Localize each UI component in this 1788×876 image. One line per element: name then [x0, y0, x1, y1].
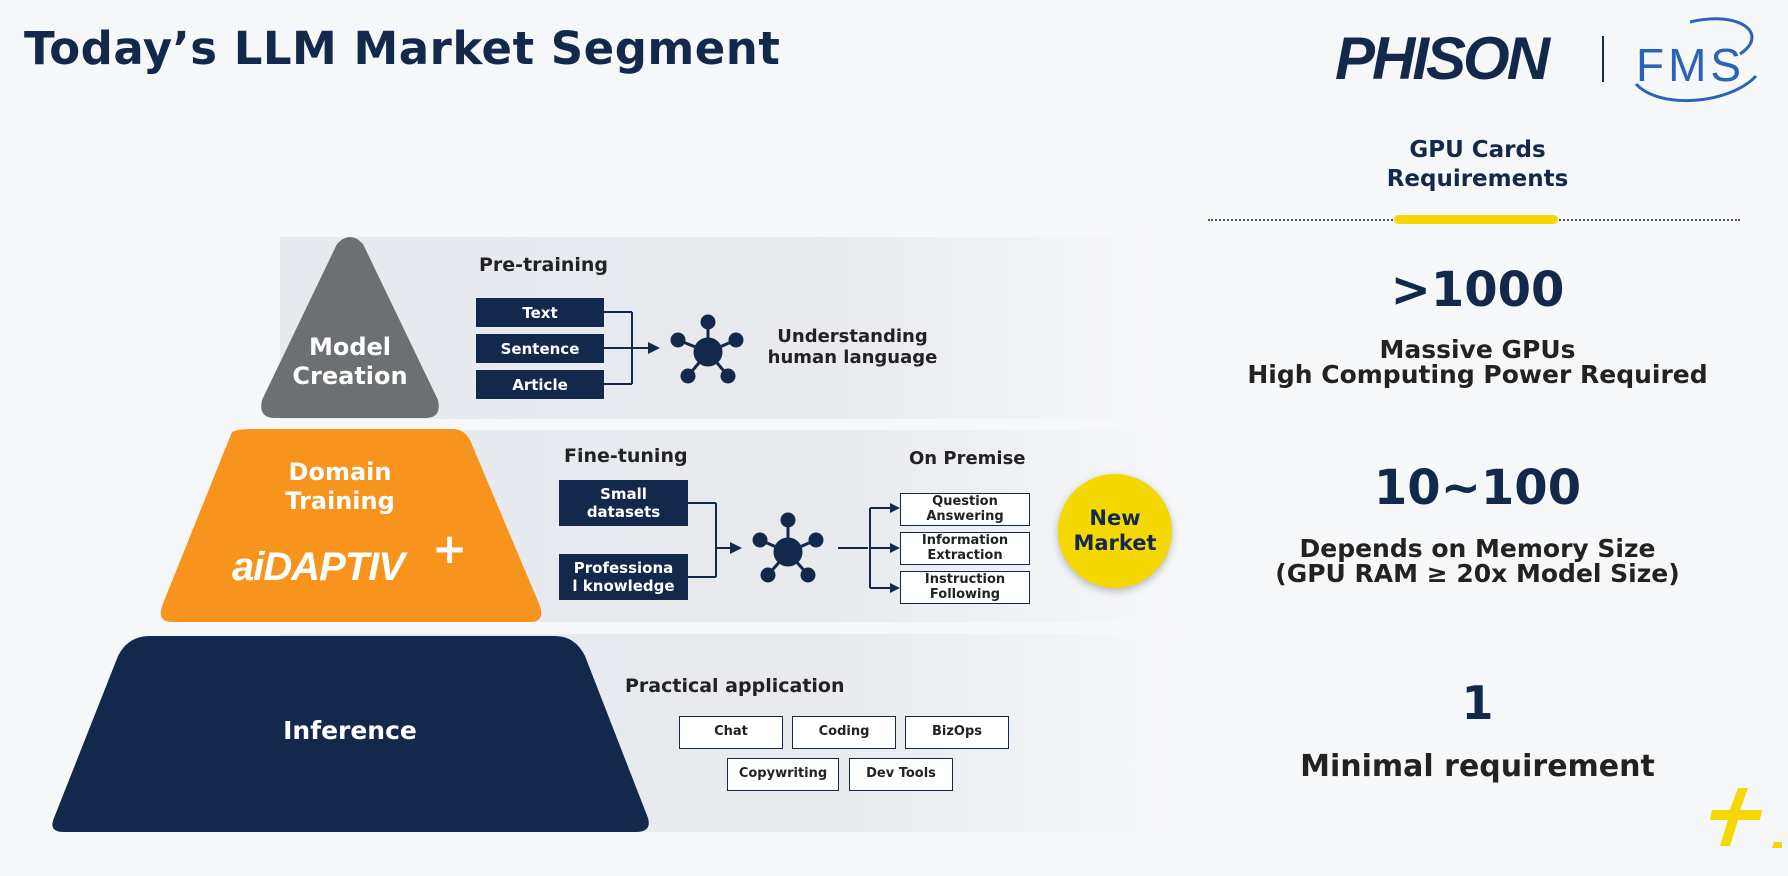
fms-logo-swoosh: [1634, 17, 1758, 103]
aidaptiv-plus-mark: +: [432, 524, 468, 573]
pretraining-connectors: [604, 311, 652, 385]
gpu-count-domain: 10~100: [1373, 460, 1582, 516]
app-box-dev-tools: Dev Tools: [849, 758, 953, 791]
new-market-badge: New Market: [1058, 474, 1172, 588]
app-box-coding: Coding: [792, 716, 896, 749]
header-yellow-bar: [1394, 215, 1558, 224]
input-box-sentence: Sentence: [476, 334, 604, 363]
phison-logo: PHISON: [1335, 25, 1550, 92]
network-icon-pretraining: [670, 314, 744, 384]
slide-title: Today’s LLM Market Segment: [24, 22, 781, 75]
app-box-bizops: BizOps: [905, 716, 1009, 749]
inference-title: Practical application: [625, 675, 845, 697]
app-box-copywriting: Copywriting: [727, 758, 839, 791]
gpu-requirements-header: GPU Cards Requirements: [1386, 137, 1569, 192]
model-creation-tier: [261, 237, 439, 418]
pretraining-result: Understanding human language: [767, 326, 938, 368]
corner-plus-icon: [1710, 788, 1782, 848]
gpu-count-creation: >1000: [1390, 262, 1565, 318]
pretraining-title: Pre-training: [479, 254, 609, 276]
gpu-desc-domain: Depends on Memory Size (GPU RAM ≥ 20x Mo…: [1275, 534, 1680, 588]
gpu-count-inference: 1: [1461, 676, 1494, 730]
domain-training-label: Domain Training: [285, 458, 395, 515]
aidaptiv-logo: aiDAPTIV: [232, 545, 405, 589]
logo-divider: [1602, 36, 1604, 82]
on-premise-title: On Premise: [909, 448, 1026, 469]
output-box-information-extraction: Information Extraction: [900, 532, 1030, 565]
output-box-instruction-following: Instruction Following: [900, 571, 1030, 604]
input-box-article: Article: [476, 370, 604, 399]
inference-tier: [52, 636, 649, 832]
app-box-chat: Chat: [679, 716, 783, 749]
gpu-desc-inference: Minimal requirement: [1300, 749, 1655, 784]
input-box-professional-knowledge: Professiona l knowledge: [559, 554, 688, 600]
input-box-small-datasets: Small datasets: [559, 480, 688, 526]
input-box-text: Text: [476, 298, 604, 327]
fms-logo: FMS: [1636, 39, 1746, 91]
domain-training-tier: [160, 429, 542, 622]
network-icon-finetuning: [752, 512, 824, 583]
gpu-desc-creation: Massive GPUs High Computing Power Requir…: [1247, 335, 1708, 389]
finetuning-title: Fine-tuning: [564, 445, 688, 467]
finetuning-connectors: [688, 502, 892, 589]
model-creation-label: Model Creation: [292, 333, 408, 390]
inference-label: Inference: [283, 716, 417, 745]
output-box-question-answering: Question Answering: [900, 493, 1030, 526]
